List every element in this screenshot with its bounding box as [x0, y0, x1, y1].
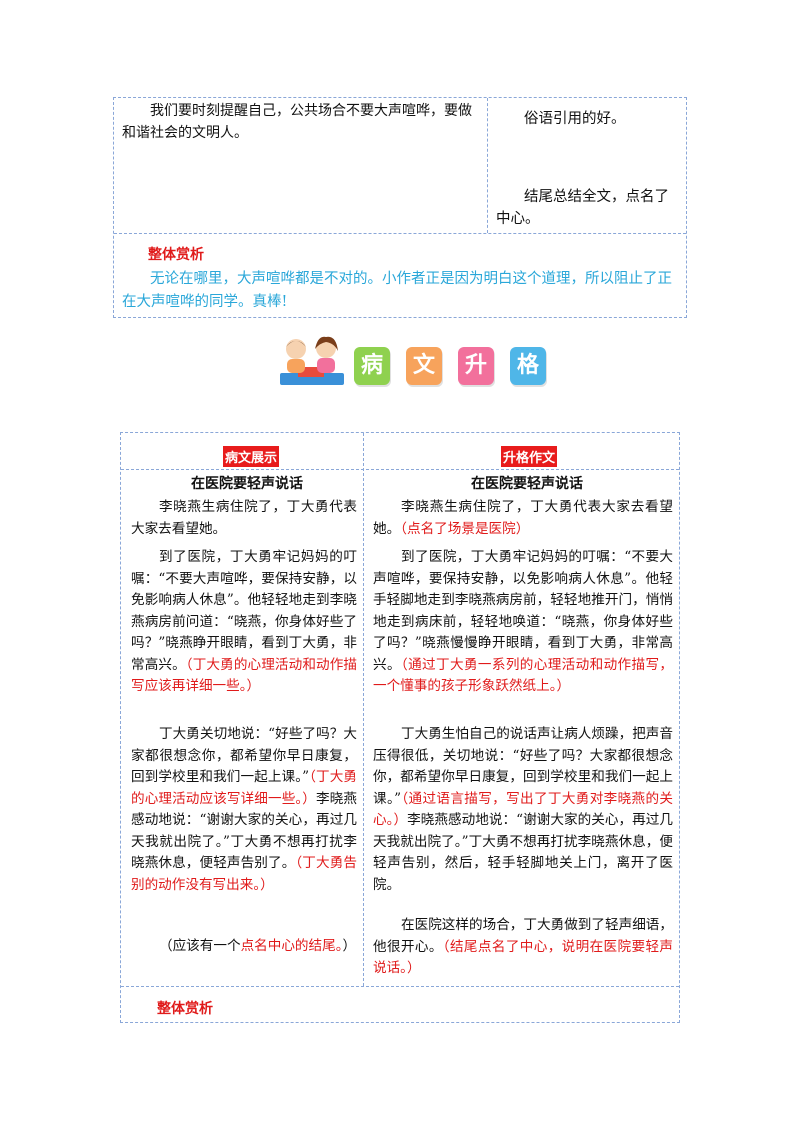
right-p3-text: 丁大勇生怕自己的说话声让病人烦躁，把声音压得很低，关切地说：“好些了吗？大家都很…	[373, 726, 673, 807]
left-p4-suffix: ）	[342, 938, 357, 954]
left-paragraph-2: 到了医院，丁大勇牢记妈妈的叮嘱：“不要大声喧哗，要保持安静，以免影响病人休息”。…	[131, 547, 357, 698]
left-essay-title: 在医院要轻声说话	[191, 476, 303, 492]
left-paragraph-4: （应该有一个点名中心的结尾。）	[131, 936, 357, 958]
left-p3-note-b: （丁大勇告别的动作没有写出来。）	[131, 855, 358, 893]
header-divider	[121, 469, 679, 470]
right-paragraph-2: 到了医院，丁大勇牢记妈妈的叮嘱：“不要大声喧哗，要保持安静，以免影响病人休息”。…	[373, 547, 673, 698]
right-p1-note: （点名了场景是医院）	[400, 520, 530, 537]
right-p1-text: 李晓燕生病住院了，丁大勇代表大家去看望她。	[373, 499, 673, 537]
left-p3-note-a: （丁大勇的心理活动应该写详细一些。）	[131, 769, 358, 807]
right-paragraph-4: 在医院这样的场合，丁大勇做到了轻声细语，他很开心。（结尾点名了中心，说明在医院要…	[373, 915, 673, 980]
column-divider	[363, 433, 364, 986]
banner-tile-1: 病	[354, 347, 390, 385]
top-left-text: 我们要时刻提醒自己，公共场合不要大声喧哗，要做和谐社会的文明人。	[122, 103, 472, 141]
top-comment-table: 我们要时刻提醒自己，公共场合不要大声喧哗，要做和谐社会的文明人。 俗语引用的好。…	[113, 97, 687, 318]
right-p4-text: 在医院这样的场合，丁大勇做到了轻声细语，他很开心。	[373, 917, 673, 955]
left-paragraph-1: 李晓燕生病住院了，丁大勇代表大家去看望她。	[131, 499, 357, 537]
right-p4-note: （结尾点名了中心，说明在医院要轻声说话。）	[373, 938, 673, 977]
top-right-cell: 俗语引用的好。 结尾总结全文，点名了中心。	[488, 98, 686, 233]
two-kids-reading-icon	[280, 336, 344, 385]
top-right-comment-2: 结尾总结全文，点名了中心。	[496, 189, 669, 227]
top-left-cell: 我们要时刻提醒自己，公共场合不要大声喧哗，要做和谐社会的文明人。	[114, 98, 488, 233]
banner-tile-4: 格	[510, 347, 546, 385]
top-overall-heading: 整体赏析	[148, 247, 204, 263]
banner-tile-3: 升	[458, 347, 494, 385]
right-essay-title: 在医院要轻声说话	[471, 476, 583, 492]
right-paragraph-3: 丁大勇生怕自己的说话声让病人烦躁，把声音压得很低，关切地说：“好些了吗？大家都很…	[373, 724, 673, 896]
left-paragraph-3: 丁大勇关切地说：“好些了吗？大家都很想念你，都希望你早日康复，回到学校里和我们一…	[131, 724, 357, 896]
right-column-header: 升格作文	[501, 446, 558, 467]
section-banner: 病 文 升 格	[278, 333, 558, 389]
left-p4-note: 点名中心的结尾。	[240, 938, 343, 954]
right-p3-note: （通过语言描写，写出了丁大勇对李晓燕的关心。）	[373, 790, 673, 829]
top-right-comment-1: 俗语引用的好。	[524, 111, 626, 127]
bottom-divider	[121, 986, 679, 987]
top-overall-cell: 整体赏析 无论在哪里，大声喧哗都是不对的。小作者正是因为明白这个道理，所以阻止了…	[114, 233, 686, 318]
banner-tile-2: 文	[406, 347, 442, 385]
bottom-overall-heading: 整体赏析	[157, 1001, 213, 1017]
comparison-table: 病文展示 升格作文 在医院要轻声说话 在医院要轻声说话 李晓燕生病住院了，丁大勇…	[120, 432, 680, 1023]
right-paragraph-1: 李晓燕生病住院了，丁大勇代表大家去看望她。（点名了场景是医院）	[373, 497, 673, 540]
left-p3-text-a: 丁大勇关切地说：“好些了吗？大家都很想念你，都希望你早日康复，回到学校里和我们一…	[131, 726, 357, 785]
left-column-header: 病文展示	[223, 446, 280, 467]
left-p3-text-b: 李晓燕感动地说：“谢谢大家的关心，再过几天我就出院了。”丁大勇不想再打扰李晓燕休…	[131, 790, 358, 872]
right-p3-text-b: 李晓燕感动地说：“谢谢大家的关心，再过几天我就出院了。”丁大勇不想再打扰李晓燕休…	[373, 812, 673, 893]
left-p2-text: 到了医院，丁大勇牢记妈妈的叮嘱：“不要大声喧哗，要保持安静，以免影响病人休息”。…	[131, 549, 357, 673]
left-p4-prefix: （应该有一个	[159, 938, 241, 954]
top-overall-text: 无论在哪里，大声喧哗都是不对的。小作者正是因为明白这个道理，所以阻止了正在大声喧…	[122, 271, 672, 310]
right-p2-text: 到了医院，丁大勇牢记妈妈的叮嘱：“不要大声喧哗，要保持安静，以免影响病人休息”。…	[373, 549, 673, 673]
left-p2-note: （丁大勇的心理活动和动作描写应该再详细一些。）	[131, 656, 358, 695]
right-p2-note: （通过丁大勇一系列的心理活动和动作描写，一个懂事的孩子形象跃然纸上。）	[373, 656, 674, 695]
